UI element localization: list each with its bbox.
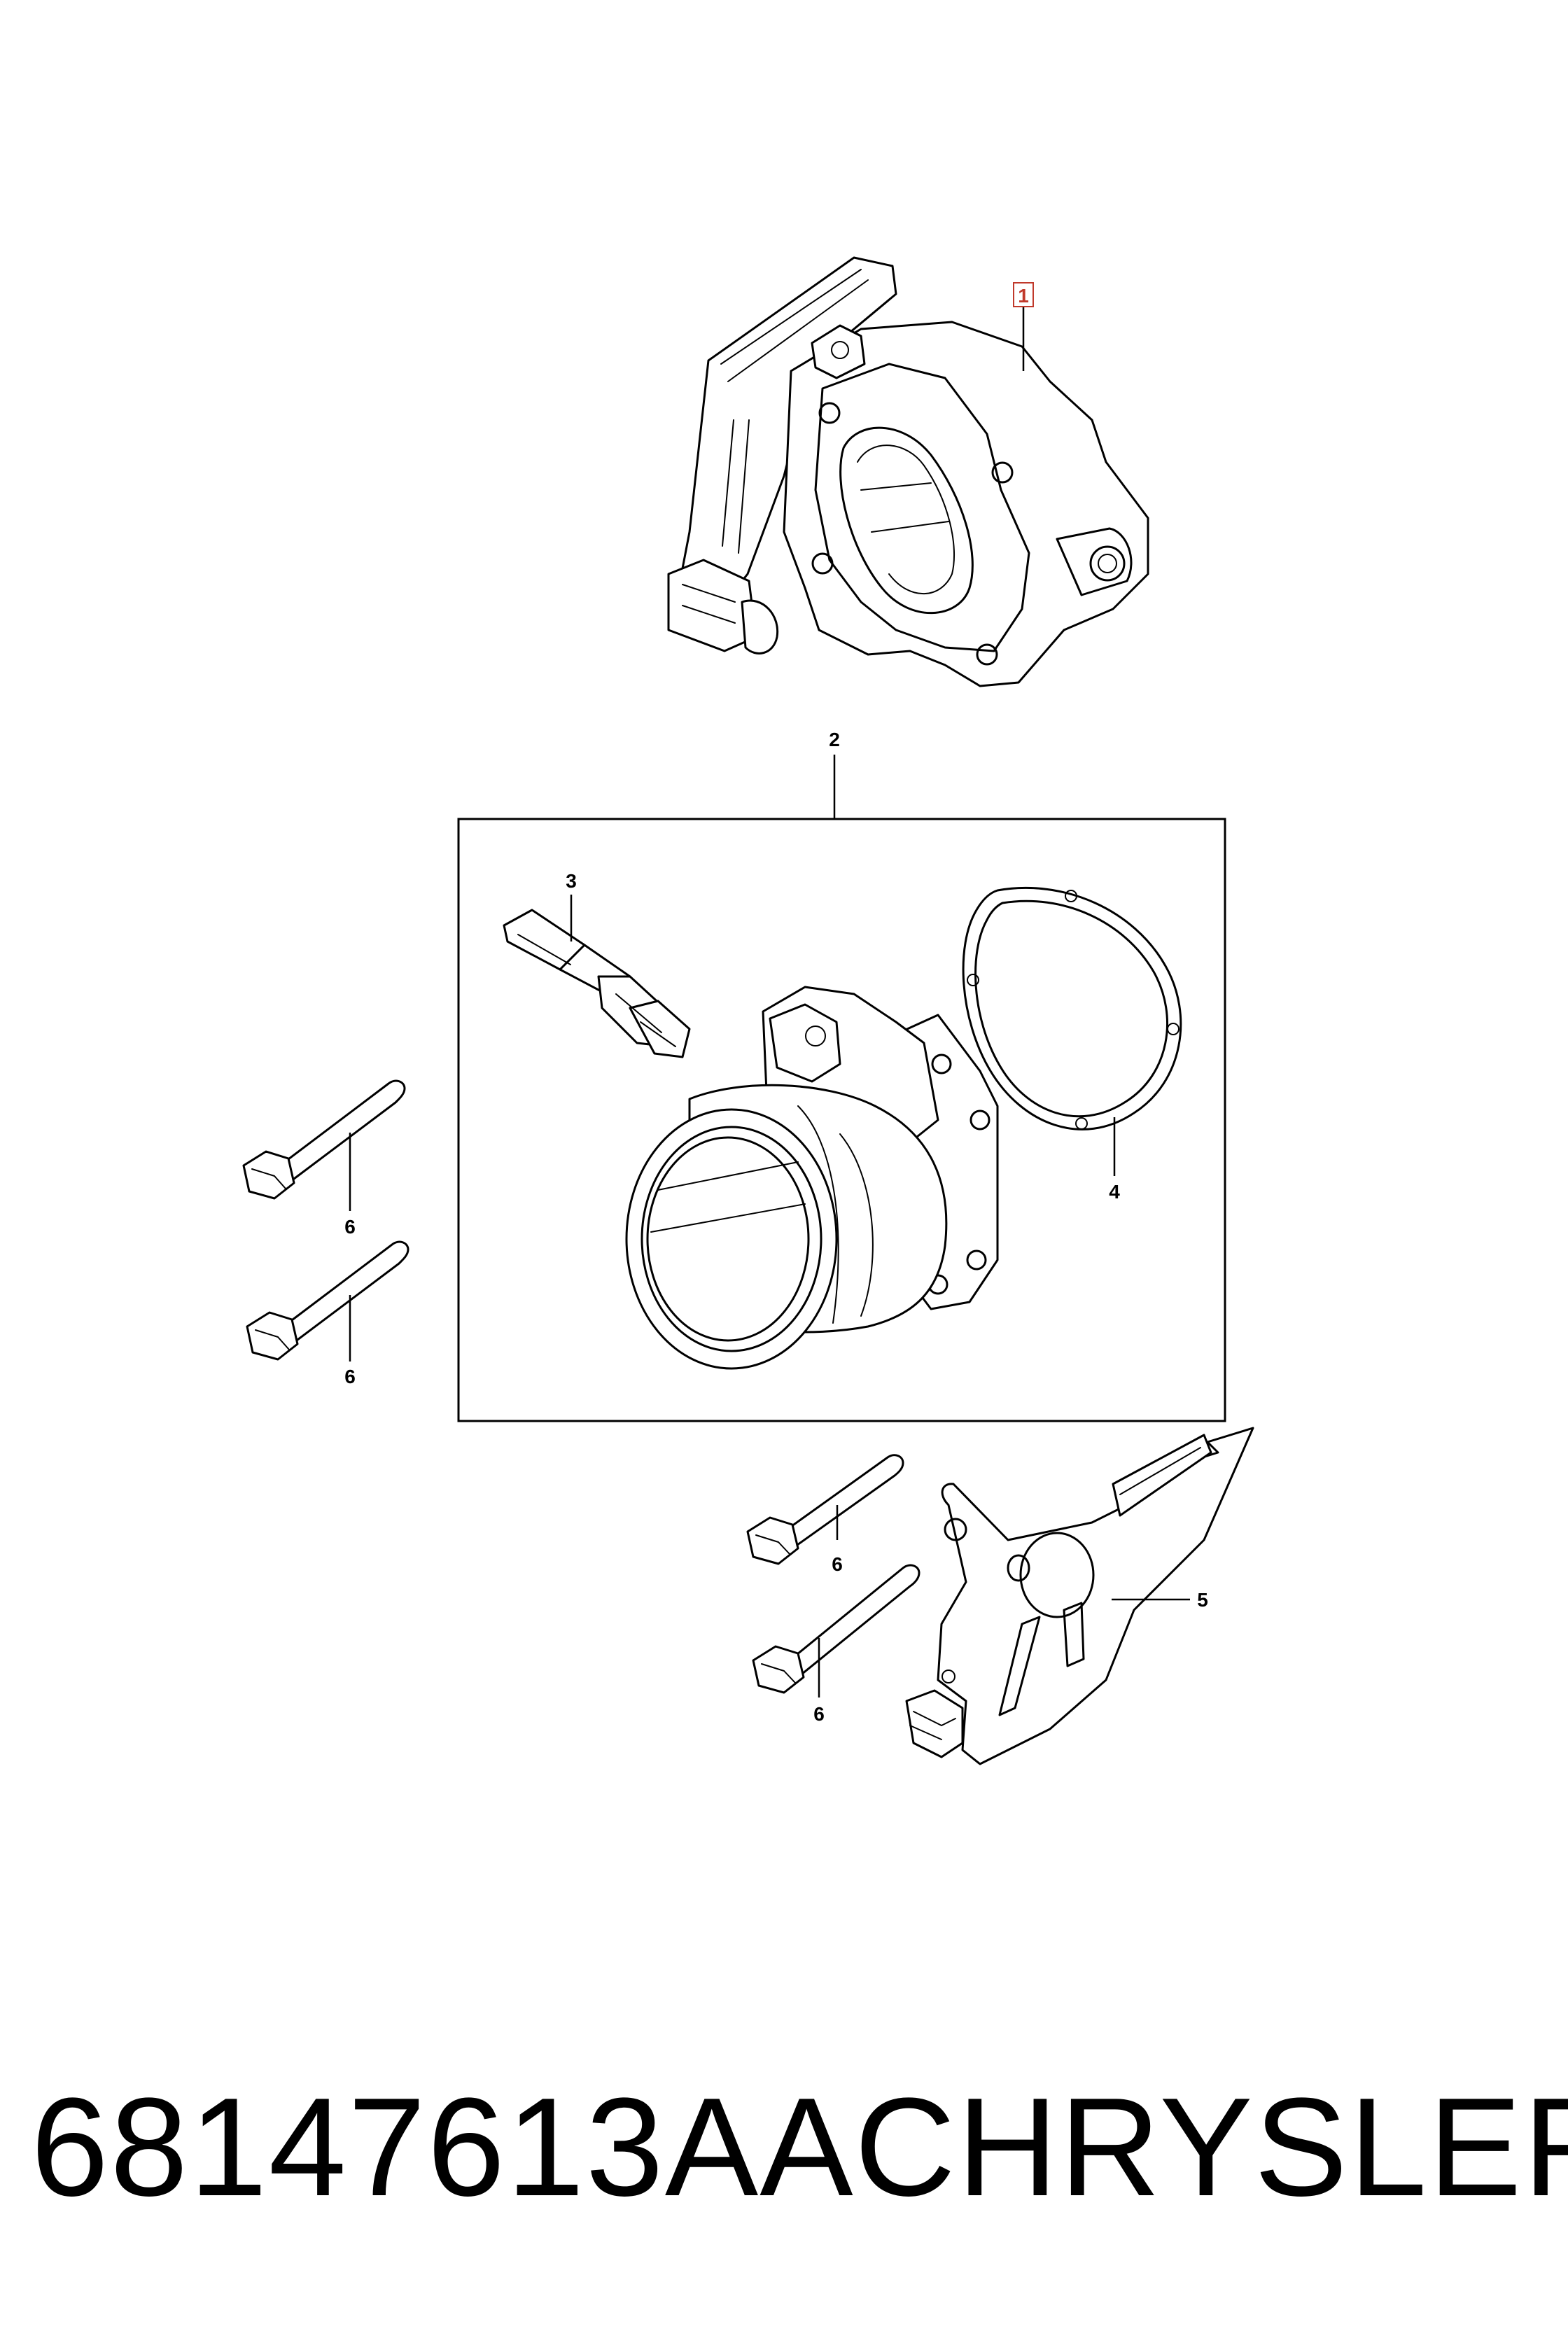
callout-6c: 6 bbox=[832, 1553, 843, 1575]
gasket bbox=[962, 887, 1182, 1176]
callout-2: 2 bbox=[829, 729, 840, 750]
bracket bbox=[905, 1427, 1254, 1765]
callout-3: 3 bbox=[566, 870, 577, 892]
bolt-upper-right bbox=[746, 1454, 904, 1565]
callout-1-highlight bbox=[1013, 282, 1034, 307]
throttle-body-assembly bbox=[667, 256, 1149, 687]
callout-6a: 6 bbox=[344, 1216, 356, 1238]
callout-5: 5 bbox=[1197, 1589, 1208, 1611]
kit-box bbox=[457, 818, 1226, 1422]
sensor bbox=[503, 895, 691, 1058]
callout-6b: 6 bbox=[344, 1366, 356, 1387]
kit-throttle-body bbox=[625, 986, 999, 1370]
callout-1: 1 bbox=[1018, 285, 1029, 307]
part-number: 68147613AA bbox=[31, 2069, 855, 2225]
brand-name: CHRYSLER bbox=[854, 2069, 1568, 2225]
bolt-lower-left bbox=[246, 1240, 410, 1362]
bolt-lower-right bbox=[752, 1564, 920, 1698]
bolt-upper-left bbox=[242, 1079, 406, 1211]
callout-6d: 6 bbox=[813, 1703, 825, 1725]
callout-4: 4 bbox=[1109, 1181, 1120, 1203]
caption: 68147613AA CHRYSLER bbox=[0, 2078, 1568, 2218]
